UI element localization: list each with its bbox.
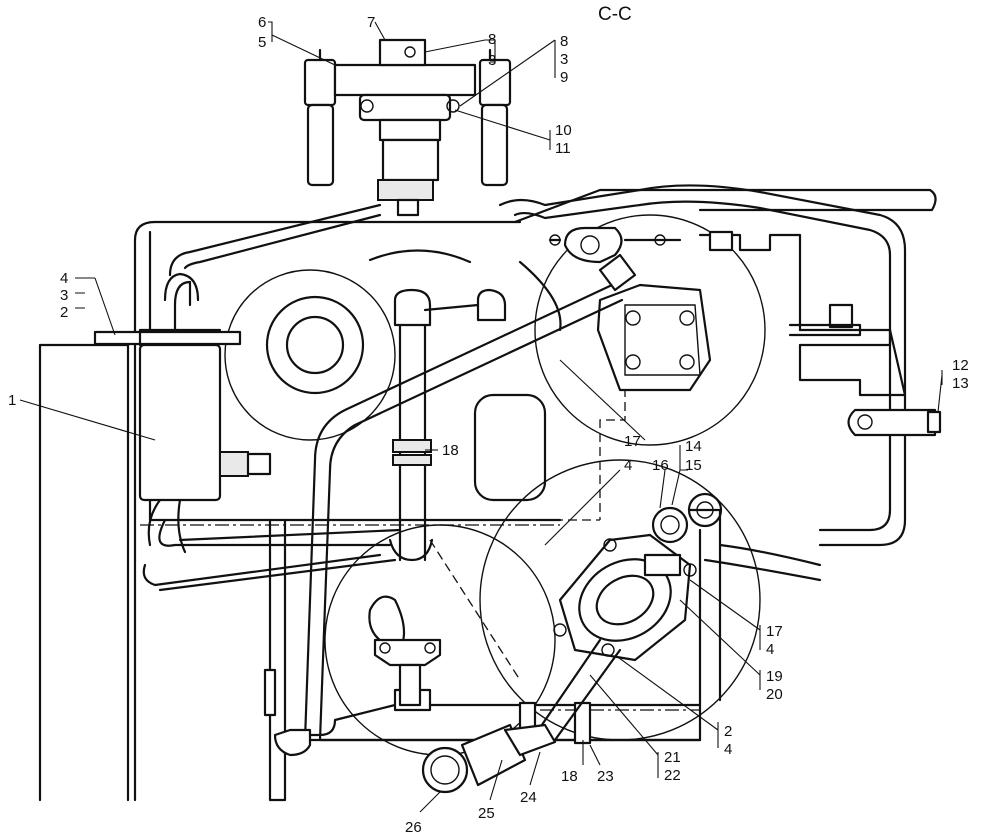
label-18-middle: 18: [442, 442, 459, 459]
label-1: 1: [8, 392, 16, 409]
part-labels: 1 4 3 2 6 5 7 8 3 8 3 9 10 11 12 13 17 4…: [8, 14, 969, 836]
pump-flange-upper: [596, 283, 712, 392]
label-21: 21: [664, 749, 681, 766]
label-6: 6: [258, 14, 266, 31]
label-24: 24: [520, 789, 537, 806]
label-7: 7: [367, 14, 375, 31]
label-12: 12: [952, 357, 969, 374]
section-title: C-C: [598, 4, 632, 25]
label-3-b: 3: [488, 52, 496, 69]
label-3-c: 3: [560, 51, 568, 68]
label-19: 19: [766, 668, 783, 685]
pump-flange-lower: [553, 533, 697, 662]
label-17-lower: 17: [766, 623, 783, 640]
top-valve-assembly: [303, 38, 512, 217]
diagonal-pipe-lower: [533, 638, 622, 742]
label-16: 16: [652, 457, 669, 474]
leader-lines: [19, 21, 943, 813]
label-3-top-left: 3: [60, 287, 68, 304]
diagonal-fuel-pipe: [303, 253, 637, 742]
return-line-right: [498, 184, 942, 547]
label-2-bottom-right: 2: [724, 723, 732, 740]
label-15: 15: [685, 457, 702, 474]
label-17-upper: 17: [624, 433, 641, 450]
label-4-upper: 4: [624, 457, 632, 474]
mount-bracket: [548, 226, 862, 337]
label-25: 25: [478, 805, 495, 822]
engine-block-outline: [133, 188, 937, 802]
label-18-bottom: 18: [561, 768, 578, 785]
label-14: 14: [685, 438, 702, 455]
inspection-window: [473, 393, 547, 502]
label-11: 11: [555, 140, 571, 157]
label-4-lower: 4: [766, 641, 774, 658]
vertical-hose: [388, 288, 507, 562]
label-22: 22: [664, 767, 681, 784]
label-4-top-left: 4: [60, 270, 68, 287]
label-8-a: 8: [488, 31, 496, 48]
fuel-line-upper: [168, 203, 382, 277]
lower-left-hose: [142, 518, 402, 592]
lower-bracket: [373, 638, 442, 707]
label-26: 26: [405, 819, 422, 836]
label-8-b: 8: [560, 33, 568, 50]
label-5: 5: [258, 34, 266, 51]
label-20: 20: [766, 686, 783, 703]
fuel-filter: [93, 272, 272, 554]
label-9: 9: [560, 69, 568, 86]
label-4-bottom-right: 4: [724, 741, 732, 758]
chassis-rail: [38, 343, 130, 802]
label-23: 23: [597, 768, 614, 785]
label-10: 10: [555, 122, 572, 139]
label-2-top-left: 2: [60, 304, 68, 321]
label-13: 13: [952, 375, 969, 392]
bottom-fittings: [421, 723, 557, 794]
elbow-fitting: [643, 492, 822, 702]
